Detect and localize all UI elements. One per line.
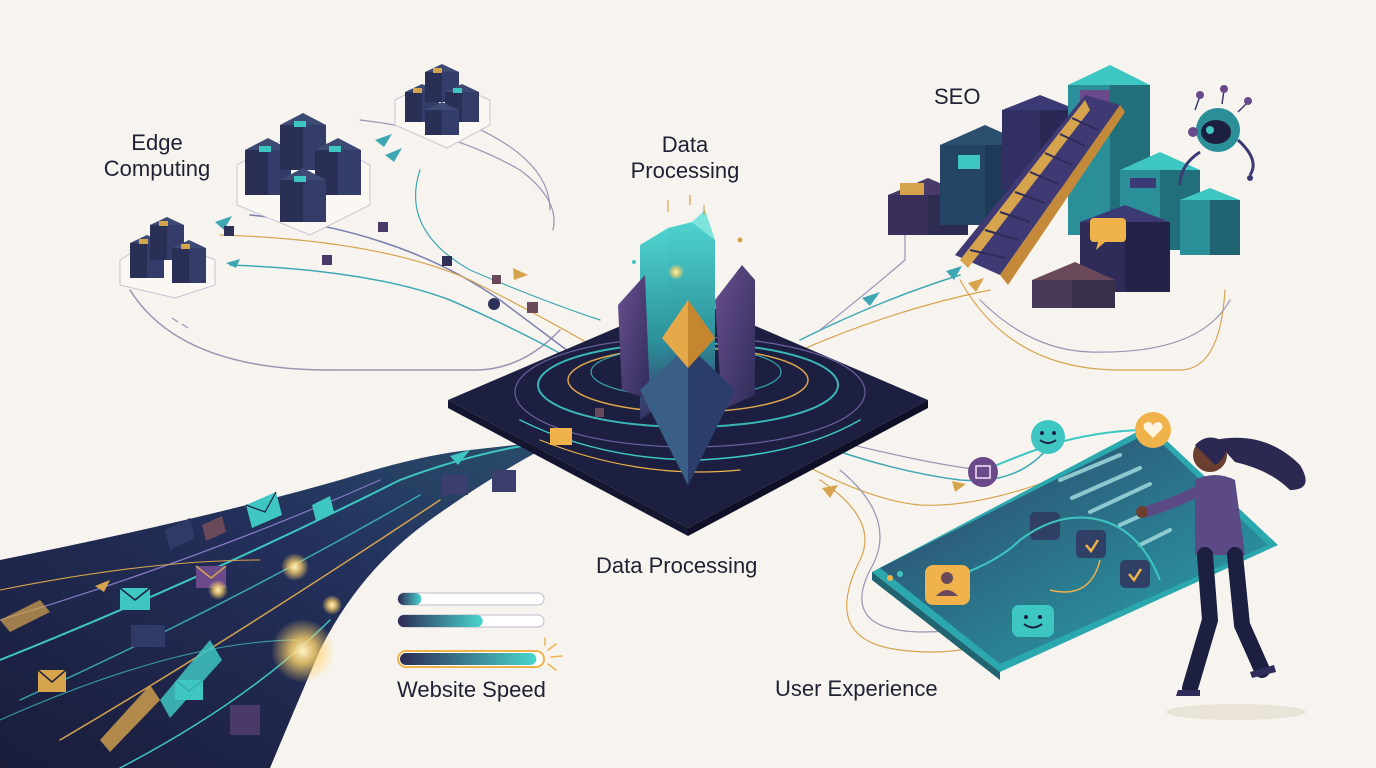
check-icon — [1128, 568, 1143, 583]
speed-bar — [397, 614, 545, 628]
envelope-icon — [245, 491, 282, 528]
edge-computing-label: Edge Computing — [103, 130, 211, 181]
speed-bars — [397, 592, 563, 671]
edge-server-cluster-middle — [236, 113, 371, 236]
robot-icon — [1178, 85, 1255, 186]
floating-envelopes — [95, 450, 470, 592]
staircase-icon — [955, 95, 1125, 285]
check-icon — [1085, 539, 1100, 554]
user-icon — [936, 572, 958, 596]
data-processing-bottom-label: Data Processing — [596, 553, 758, 578]
chat-bubble-icon — [1090, 218, 1126, 250]
speed-bar — [397, 650, 545, 668]
line-markers — [215, 134, 984, 498]
server-stack-icon — [130, 217, 206, 283]
website-speed-label: Website Speed — [397, 677, 546, 702]
data-stream — [0, 439, 561, 768]
envelope-icon — [202, 516, 226, 541]
dashed-ticks — [171, 317, 189, 329]
speed-bar — [397, 592, 545, 606]
seo-city — [888, 65, 1255, 308]
server-stack-icon — [405, 64, 479, 135]
server-stack-icon — [245, 113, 361, 222]
envelope-icon — [119, 587, 151, 610]
envelope-icon — [37, 669, 67, 692]
seo-label: SEO — [934, 84, 981, 109]
sparkle-icon — [544, 637, 563, 671]
data-processing-top-label: Data Processing — [630, 132, 740, 183]
reaction-bubbles — [968, 412, 1171, 487]
envelope-icon — [165, 518, 195, 550]
heart-icon — [1143, 422, 1163, 438]
person-figure — [1136, 437, 1306, 720]
envelope-icon — [312, 496, 334, 521]
smiley-icon — [1023, 615, 1043, 629]
edge-server-cluster-top — [394, 64, 491, 149]
user-experience-label: User Experience — [775, 676, 938, 701]
ux-tablet — [872, 425, 1278, 680]
edge-server-cluster-left — [119, 217, 216, 299]
smiley-icon — [1039, 431, 1057, 444]
data-crystal — [550, 195, 755, 485]
